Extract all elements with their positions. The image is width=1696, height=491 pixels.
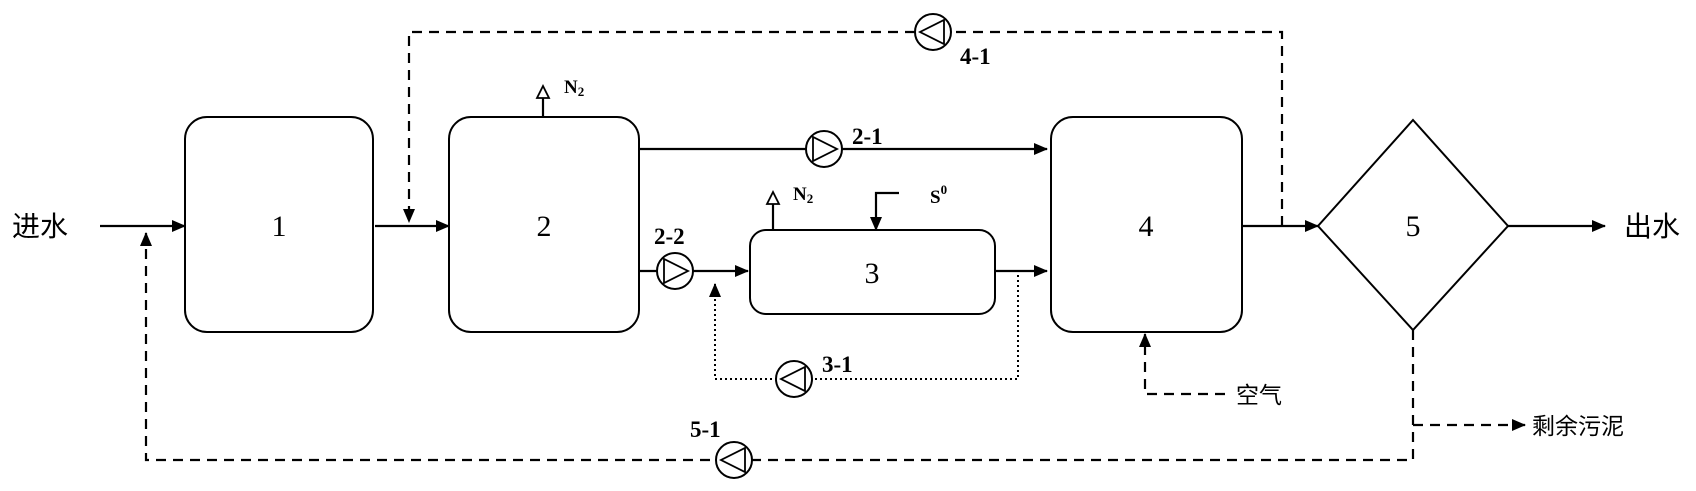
recycle-line-3-1 [709,275,1019,380]
pump-2-1-label: 2-1 [852,124,883,149]
sulfur-label: S0 [930,182,947,208]
pump-2-2-label: 2-2 [654,224,685,249]
excess-sludge-label: 剩余污泥 [1532,414,1624,440]
unit-3-label: 3 [865,257,880,290]
unit-5-diamond [1316,118,1510,332]
unit-2-label: 2 [537,210,552,243]
unit-4-box [1050,116,1243,333]
recycle-line-4-1 [403,30,1284,226]
n2-label-unit2: N2 [564,77,584,99]
pump-5-1-label: 5-1 [690,417,721,442]
air-feed-line [1139,333,1225,396]
unit-5-label: 5 [1406,210,1421,243]
n2-vent-arrow-unit3 [765,189,781,205]
outlet-label: 出水 [1624,210,1680,243]
unit-1-box [184,116,374,333]
unit-2-box [448,116,640,333]
inlet-label: 进水 [12,210,68,243]
pump-5-1 [715,441,753,479]
pump-3-1 [775,360,813,398]
air-label: 空气 [1236,383,1282,409]
unit-3-box [749,229,996,315]
sulfur-feed-line [870,191,899,231]
pump-4-1-label: 4-1 [960,44,991,69]
n2-label-unit3: N2 [793,184,813,206]
pump-4-1 [914,13,952,51]
pump-2-1 [805,130,843,168]
pump-2-2 [656,252,694,290]
unit-4-label: 4 [1139,210,1154,243]
unit-1-label: 1 [272,210,287,243]
n2-vent-arrow-unit2 [535,83,551,99]
pump-3-1-label: 3-1 [822,352,853,377]
